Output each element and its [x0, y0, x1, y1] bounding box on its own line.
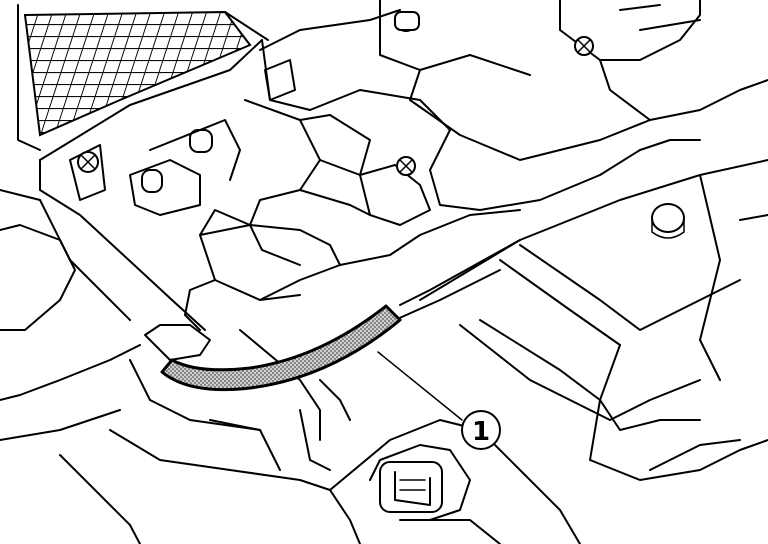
callout-1: 1	[461, 410, 501, 450]
harness-channel	[129, 239, 521, 441]
upper-housing-right	[264, 0, 768, 211]
left-bracket	[39, 39, 263, 331]
mesh-grille	[17, 4, 269, 151]
floor-panel-left	[0, 189, 141, 544]
lower-tray-right	[419, 159, 768, 481]
harness-highlight	[160, 304, 402, 392]
callout-1-label: 1	[472, 417, 490, 447]
callout-leader-1	[377, 351, 463, 421]
central-housing	[184, 9, 521, 331]
lower-floor	[109, 409, 581, 544]
